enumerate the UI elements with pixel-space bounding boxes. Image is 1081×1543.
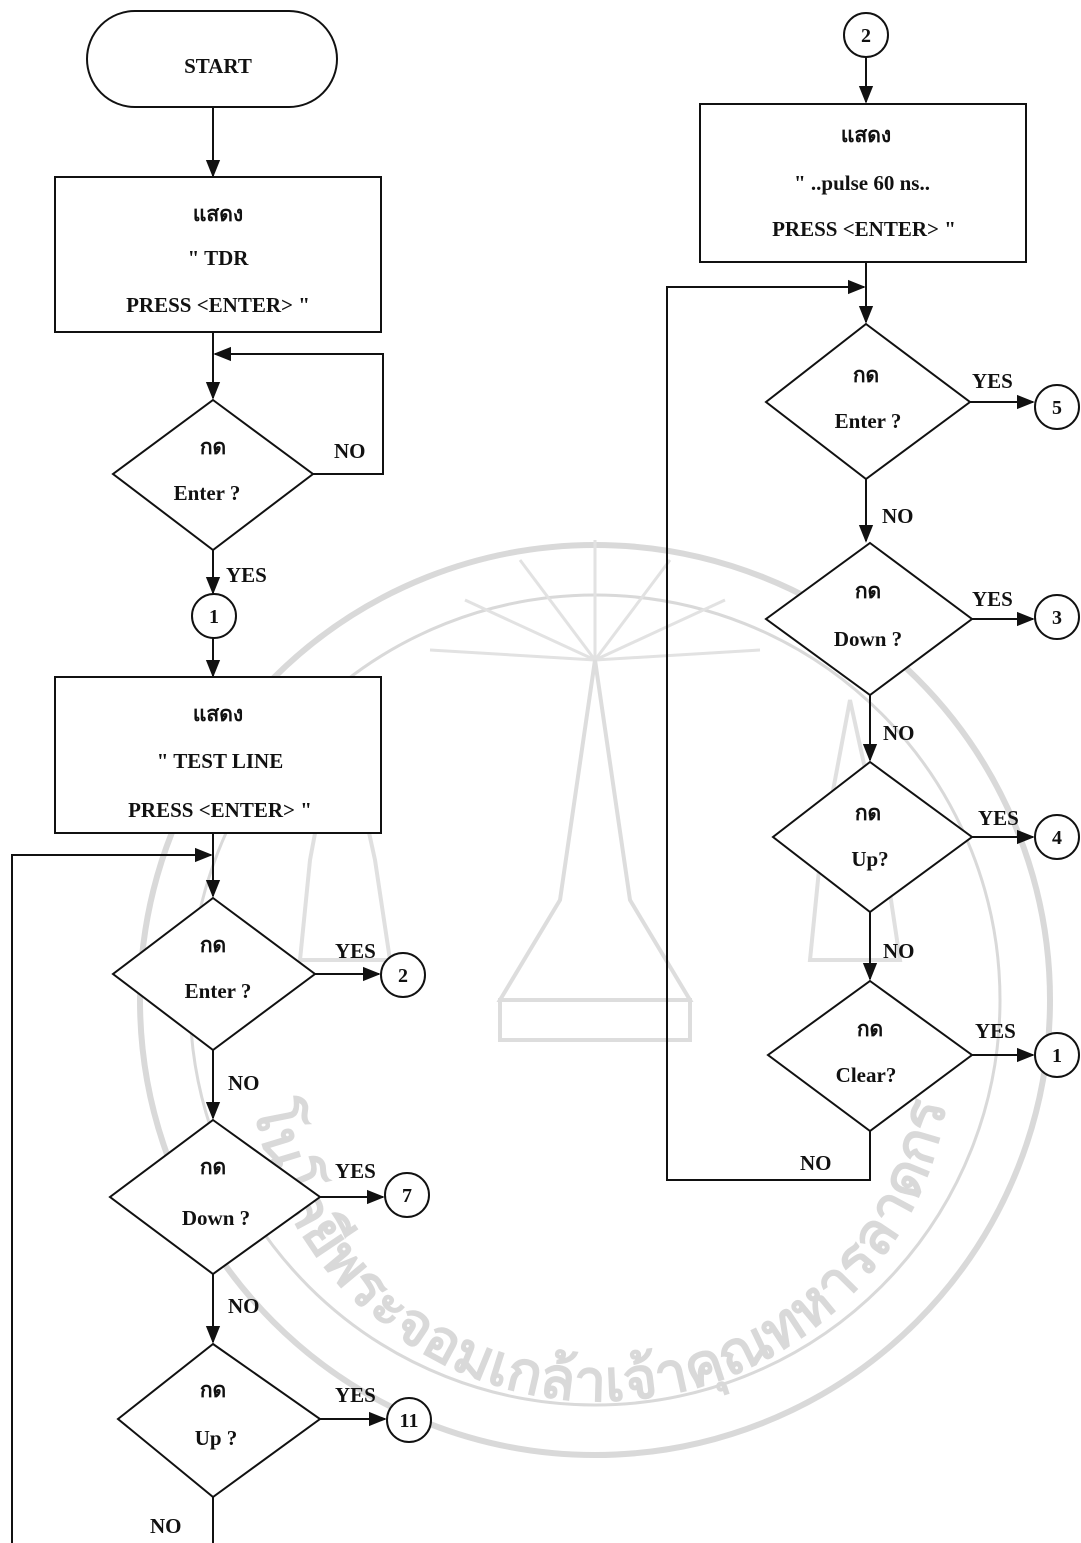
- no-label: NO: [334, 439, 366, 463]
- connector-7: 7: [384, 1172, 430, 1218]
- connector-5: 5: [1034, 384, 1080, 430]
- box-line: PRESS <ENTER> ": [772, 217, 956, 241]
- yes-label: YES: [226, 563, 267, 587]
- yes-label: YES: [975, 1019, 1016, 1043]
- box-line: " TEST LINE: [157, 749, 283, 773]
- decision-title: กด: [200, 1155, 226, 1179]
- no-label: NO: [882, 504, 914, 528]
- decision-title: กด: [200, 933, 226, 957]
- no-label: NO: [883, 721, 915, 745]
- display-pulse-box: แสดง " ..pulse 60 ns.. PRESS <ENTER> ": [699, 103, 1027, 263]
- yes-label: YES: [335, 1383, 376, 1407]
- no-label: NO: [800, 1151, 832, 1175]
- box-line: " ..pulse 60 ns..: [794, 171, 930, 195]
- connector-number: 2: [398, 965, 408, 987]
- connector-number: 1: [209, 606, 219, 628]
- no-label: NO: [883, 939, 915, 963]
- decision-label: Up ?: [195, 1426, 238, 1450]
- decision-label: Enter ?: [185, 979, 252, 1003]
- decision-title: กด: [857, 1017, 883, 1041]
- decision-title: กด: [200, 435, 226, 459]
- box-line: " TDR: [188, 246, 250, 270]
- decision-label: Enter ?: [174, 481, 241, 505]
- yes-label: YES: [972, 587, 1013, 611]
- decision-up-2: กด Up?: [771, 760, 974, 914]
- yes-label: YES: [335, 1159, 376, 1183]
- connector-1: 1: [191, 593, 237, 639]
- box-line: PRESS <ENTER> ": [126, 293, 310, 317]
- decision-enter-3: กด Enter ?: [764, 322, 972, 481]
- yes-label: YES: [972, 369, 1013, 393]
- decision-down-2: กด Down ?: [764, 541, 974, 697]
- no-label: NO: [228, 1071, 260, 1095]
- decision-label: Down ?: [834, 627, 902, 651]
- decision-clear: กด Clear?: [766, 979, 974, 1133]
- connector-number: 5: [1052, 397, 1062, 419]
- decision-label: Clear?: [836, 1063, 897, 1087]
- connector-number: 3: [1052, 607, 1062, 629]
- connector-3: 3: [1034, 594, 1080, 640]
- connector-number: 4: [1052, 827, 1062, 849]
- box-title: แสดง: [193, 202, 243, 226]
- yes-label: YES: [978, 806, 1019, 830]
- loop-arrow-no: [213, 346, 384, 475]
- display-test-line-box: แสดง " TEST LINE PRESS <ENTER> ": [54, 676, 382, 834]
- loop-back-arrow: [666, 279, 871, 1181]
- yes-label: YES: [335, 939, 376, 963]
- decision-label: Up?: [851, 847, 888, 871]
- decision-title: กด: [200, 1378, 226, 1402]
- decision-title: กด: [855, 801, 881, 825]
- connector-number: 7: [402, 1185, 412, 1207]
- decision-label: Down ?: [182, 1206, 250, 1230]
- connector-number: 1: [1052, 1045, 1062, 1067]
- decision-title: กด: [855, 579, 881, 603]
- connector-2-top: 2: [843, 12, 889, 58]
- connector-number: 11: [400, 1410, 419, 1432]
- decision-up-1: กด Up ?: [116, 1342, 322, 1499]
- connector-number: 2: [861, 25, 871, 47]
- box-title: แสดง: [841, 123, 891, 147]
- loop-back-arrow: [11, 847, 213, 1543]
- start-terminal: START: [86, 10, 338, 108]
- display-tdr-box: แสดง " TDR PRESS <ENTER> ": [54, 176, 382, 333]
- box-title: แสดง: [193, 702, 243, 726]
- connector-4: 4: [1034, 814, 1080, 860]
- connector-11: 11: [386, 1397, 432, 1443]
- connector-2: 2: [380, 952, 426, 998]
- decision-enter-1: กด Enter ?: [111, 398, 315, 552]
- decision-down-1: กด Down ?: [108, 1118, 322, 1276]
- decision-label: Enter ?: [835, 409, 902, 433]
- connector-1-right: 1: [1034, 1032, 1080, 1078]
- no-label: NO: [150, 1514, 182, 1538]
- decision-title: กด: [853, 363, 879, 387]
- box-line: PRESS <ENTER> ": [128, 798, 312, 822]
- start-label: START: [184, 54, 252, 78]
- no-label: NO: [228, 1294, 260, 1318]
